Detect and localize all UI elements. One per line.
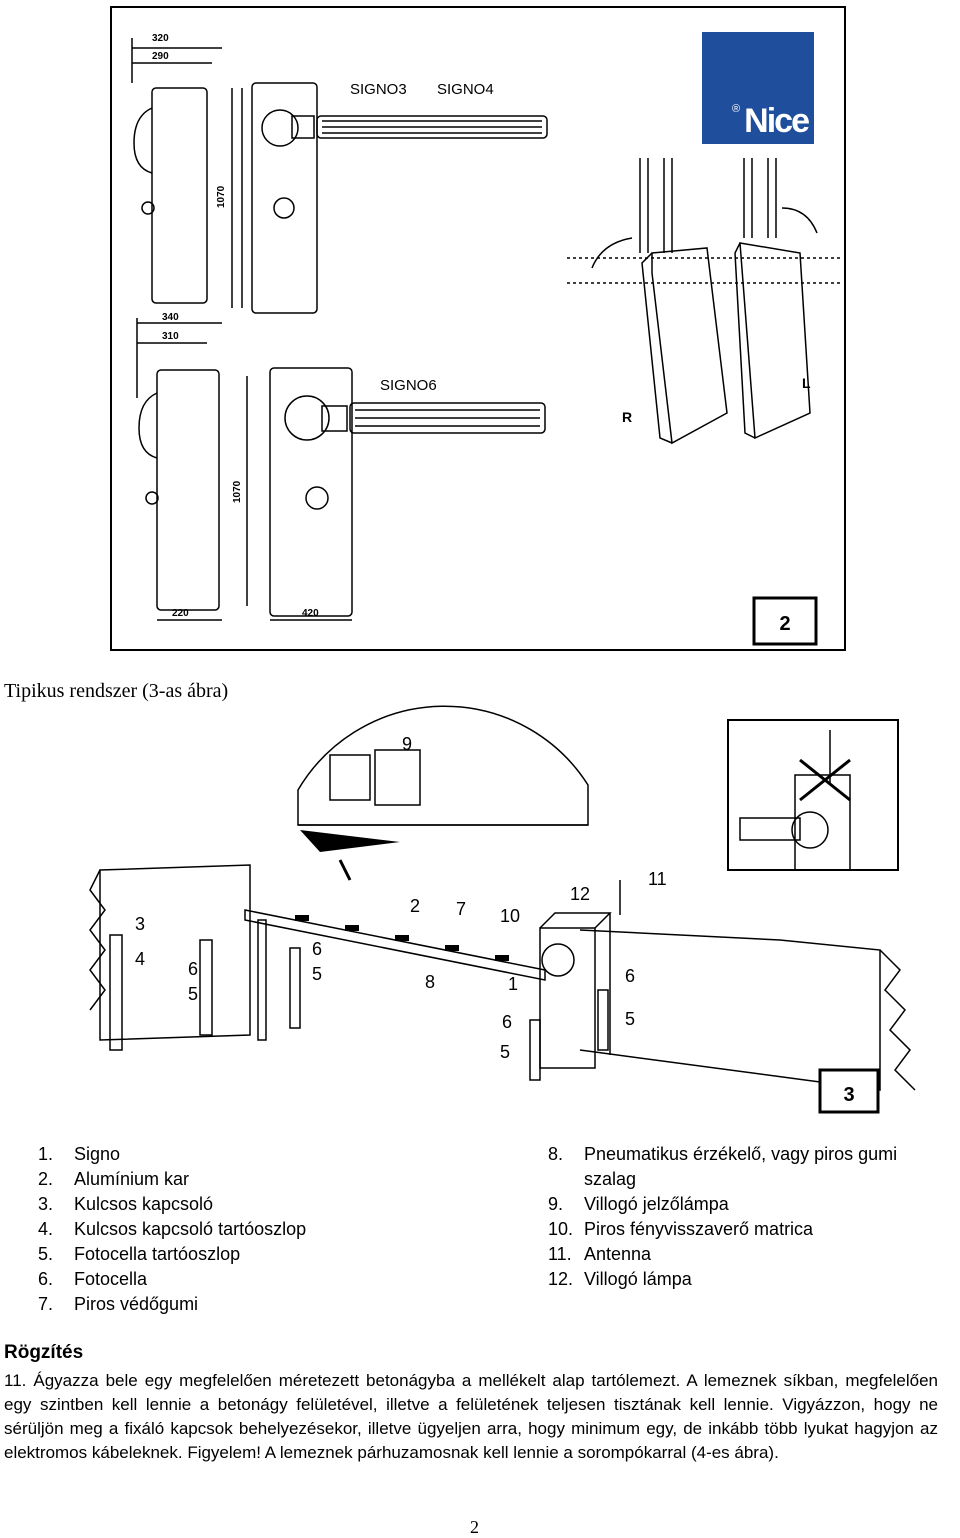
list-item: 3.Kulcsos kapcsoló [38,1194,214,1214]
callout-6-left: 6 [188,959,198,979]
list-item: 2.Alumínium kar [38,1169,190,1189]
parts-list-right: 8.Pneumatikus érzékelő, vagy piros gumi … [548,1142,948,1292]
figure-2-number: 2 [779,613,790,635]
parts-list-left: 1.Signo 2.Alumínium kar 3.Kulcsos kapcso… [38,1142,438,1317]
callout-12: 12 [570,884,590,904]
nice-logo-text: Nice [744,102,809,140]
dim-310: 310 [162,331,179,342]
list-item: 7.Piros védőgumi [38,1294,199,1314]
list-item: szalag [584,1169,637,1189]
list-item: 11.Antenna [548,1244,652,1264]
figure-2: Nice ® SIGNO3 SIGNO4 SIGNO6 320 290 1070… [110,6,846,651]
dim-420: 420 [302,608,319,619]
callout-11: 11 [648,869,667,889]
list-item: 1.Signo [38,1144,121,1164]
callout-3: 3 [135,914,145,934]
figure-3-number: 3 [843,1084,854,1106]
callout-4: 4 [135,949,145,969]
callout-7: 7 [456,899,466,919]
callout-5-right: 5 [625,1009,635,1029]
figure-3: 9 12 11 3 4 6 5 6 5 2 7 10 8 1 6 5 6 5 3 [60,700,960,1130]
callout-10: 10 [500,906,520,926]
figure-3-caption: Tipikus rendszer (3-as ábra) [4,680,229,702]
dim-220: 220 [172,608,189,619]
callout-6-right: 6 [625,966,635,986]
list-item: 6.Fotocella [38,1269,148,1289]
nice-logo-mark: ® [732,103,740,115]
list-item: 5.Fotocella tartóoszlop [38,1244,241,1264]
figure-3-drawing: 9 12 11 3 4 6 5 6 5 2 7 10 8 1 6 5 6 5 3 [89,705,916,1114]
model-label-signo3: SIGNO3 [350,81,407,98]
side-label-r: R [622,409,632,425]
model-label-signo4: SIGNO4 [437,81,494,98]
callout-1: 1 [508,974,518,994]
model-label-signo6: SIGNO6 [380,377,437,394]
callout-5-mid: 5 [312,964,322,984]
dim-1070-top: 1070 [216,185,227,208]
dim-320: 320 [152,33,169,44]
callout-5-cabinet: 5 [500,1042,510,1062]
section-title: Rögzítés [4,1342,84,1363]
list-item: 4.Kulcsos kapcsoló tartóoszlop [38,1219,307,1239]
list-item: 8.Pneumatikus érzékelő, vagy piros gumi [548,1144,898,1164]
callout-2: 2 [410,896,420,916]
list-item: 9.Villogó jelzőlámpa [548,1194,729,1214]
side-label-l: L [802,375,811,391]
figure-2-drawing: Nice ® SIGNO3 SIGNO4 SIGNO6 320 290 1070… [131,32,842,646]
callout-5-left: 5 [188,984,198,1004]
callout-6-cabinet: 6 [502,1012,512,1032]
callout-8: 8 [425,972,435,992]
page-number: 2 [470,1517,479,1537]
dim-340: 340 [162,312,179,323]
nice-logo [702,32,814,144]
dim-1070-bottom: 1070 [232,480,243,503]
callout-9: 9 [402,734,412,754]
list-item: 10.Piros fényvisszaverő matrica [548,1219,814,1239]
instruction-paragraph: 11. Ágyazza bele egy megfelelően méretez… [4,1371,938,1462]
dim-290: 290 [152,51,169,62]
list-item: 12.Villogó lámpa [548,1269,692,1289]
callout-6-mid: 6 [312,939,322,959]
